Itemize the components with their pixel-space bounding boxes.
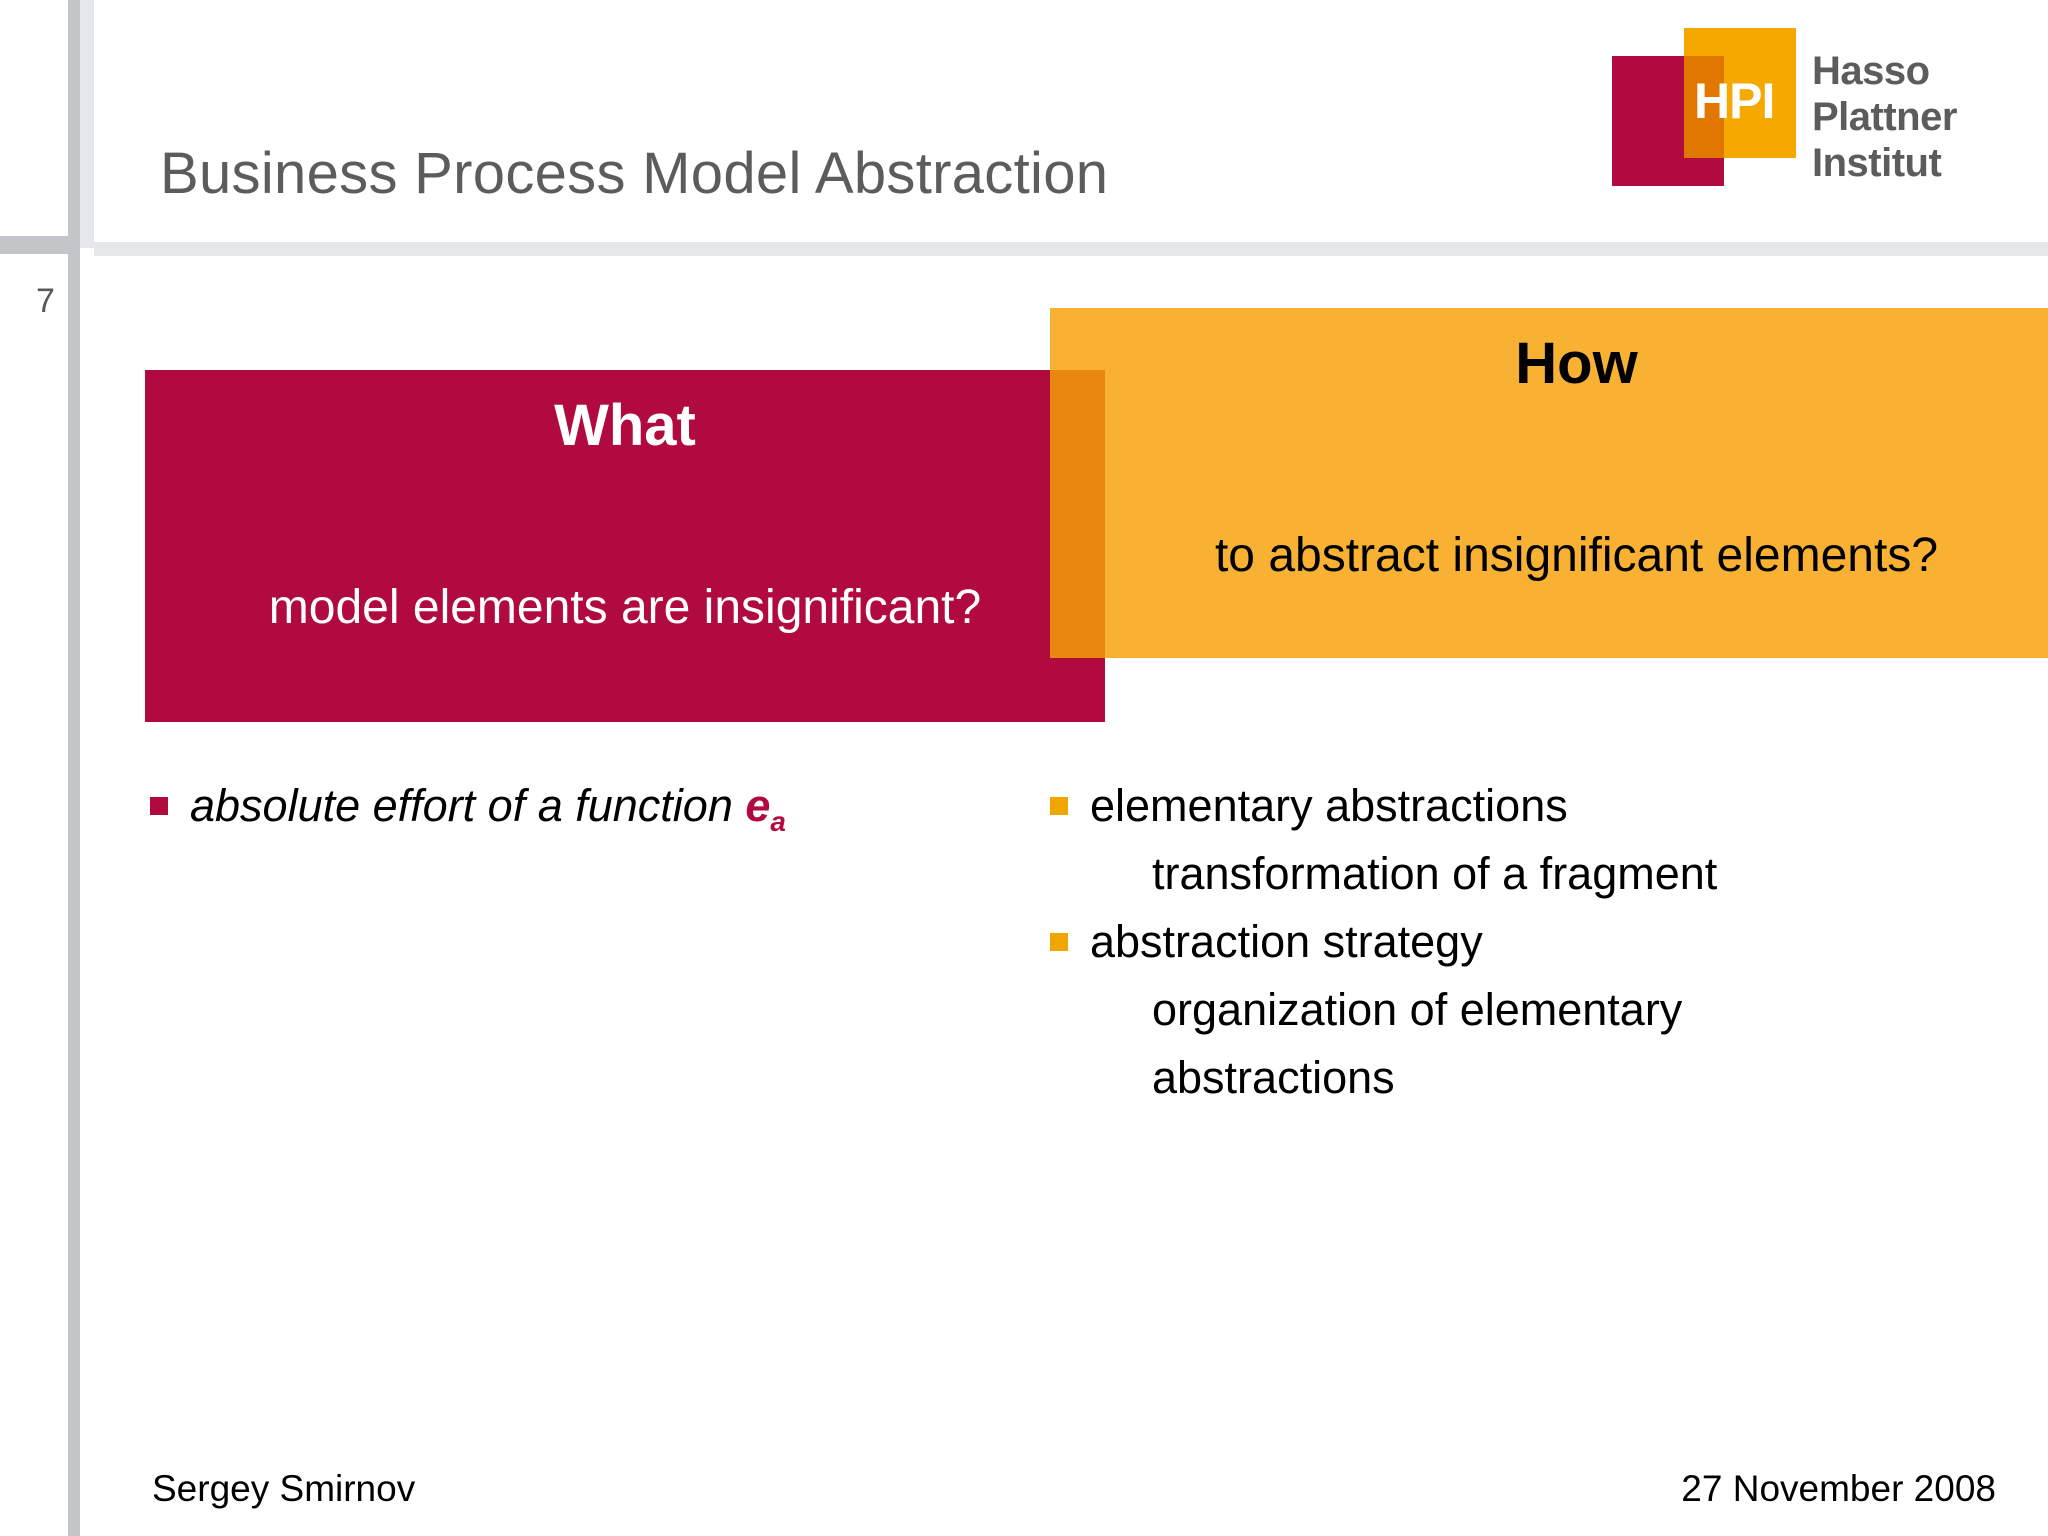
panel-overlap-strip	[1050, 370, 1105, 658]
logo-overlap-square-icon	[1684, 56, 1724, 158]
left-bullet-column: absolute effort of a function ea	[150, 775, 1030, 859]
how-panel-body: to abstract insignificant elements?	[1214, 529, 1939, 582]
list-item-label: absolute effort of a function ea	[190, 775, 786, 853]
symbol-subscript: a	[770, 806, 786, 837]
list-item: elementary abstractions	[1050, 775, 2010, 837]
right-bullet-column: elementary abstractions transformation o…	[1050, 775, 2010, 1115]
how-panel	[1050, 308, 2048, 658]
hpi-logo: HPI Hasso Plattner Institut	[1612, 28, 2012, 188]
bullet-square-icon	[150, 797, 168, 815]
symbol-ea: ea	[745, 780, 786, 837]
list-item-subline: organization of elementary	[1152, 984, 1683, 1035]
page-number: 7	[36, 282, 55, 320]
list-item-text: absolute effort of a function	[190, 780, 746, 831]
what-panel-heading: What	[554, 393, 696, 458]
logo-wordmark: Hasso Plattner Institut	[1812, 48, 1957, 186]
list-item-subline: abstractions	[1152, 1052, 1395, 1103]
list-item-label: elementary abstractions	[1090, 780, 1568, 831]
what-panel	[145, 370, 1105, 722]
how-panel-heading: How	[1515, 331, 1638, 396]
list-item: abstraction strategy	[1050, 911, 2010, 973]
page-title: Business Process Model Abstraction	[160, 141, 1109, 206]
footer-date: 27 November 2008	[1681, 1468, 1996, 1509]
left-vertical-rule-light	[80, 0, 94, 248]
header-divider-left	[0, 236, 80, 254]
logo-wordmark-line-2: Plattner	[1812, 95, 1957, 139]
what-panel-body: model elements are insignificant?	[268, 581, 982, 634]
header-divider-right	[94, 242, 2048, 256]
list-item-subline: transformation of a fragment	[1152, 848, 1718, 899]
logo-wordmark-line-1: Hasso	[1812, 49, 1930, 93]
logo-mark-text: HPI	[1694, 73, 1775, 129]
logo-wordmark-line-3: Institut	[1812, 141, 1942, 185]
bullet-square-icon	[1050, 933, 1068, 951]
list-item: absolute effort of a function ea	[150, 775, 1030, 853]
bullet-square-icon	[1050, 797, 1068, 815]
left-vertical-rule	[68, 0, 80, 1536]
list-item-label: abstraction strategy	[1090, 916, 1483, 967]
symbol-base: e	[745, 780, 771, 831]
footer-author: Sergey Smirnov	[152, 1468, 416, 1509]
